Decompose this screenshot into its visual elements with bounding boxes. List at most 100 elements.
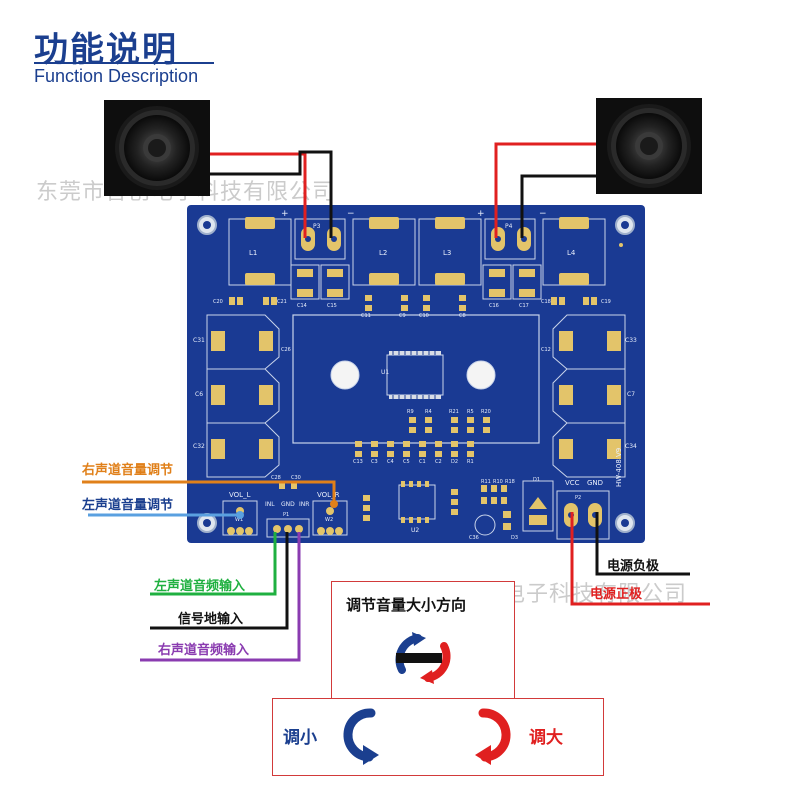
left-volume-dot: [236, 511, 244, 519]
right-volume-dot: [330, 500, 338, 508]
pot-label: VOL_R: [317, 491, 340, 499]
header-pin-label: INR: [299, 501, 310, 508]
label-right-audio-in: 右声道音频输入: [158, 643, 250, 658]
ic-label: U2: [411, 527, 420, 534]
left-speaker-red-wire: [210, 152, 307, 238]
cap-label: C1: [419, 459, 426, 465]
cap-label: C36: [469, 535, 479, 541]
resistor-label: R18: [505, 479, 515, 485]
cap-label: C28: [271, 475, 281, 481]
power-positive-line: [570, 512, 710, 606]
resistor-label: R20: [481, 409, 491, 415]
polarity-plus: +: [281, 209, 289, 219]
diode-label: D1: [533, 477, 541, 483]
left-input-line: [150, 532, 277, 596]
polarity-minus: −: [539, 209, 547, 219]
cap-label: C31: [193, 337, 205, 344]
resistor-label: R5: [467, 409, 474, 415]
polarity-minus: −: [347, 209, 355, 219]
cap-label: C33: [625, 337, 637, 344]
inductor-label: L3: [443, 249, 452, 257]
volume-direction-box: 调节音量大小方向: [331, 581, 515, 699]
resistor-label: R10: [493, 479, 503, 485]
right-volume-line: [82, 480, 336, 504]
speaker-icon: [115, 106, 199, 190]
right-speaker-red-wire: [494, 142, 596, 238]
cap-label: C14: [297, 303, 307, 309]
resistor-label: R9: [407, 409, 414, 415]
cap-label: C17: [519, 303, 529, 309]
amplifier-board: L1 L2 L3 L4 P3 P4 + − + − C31 C6 C32 C33…: [187, 205, 645, 543]
cap-label: C26: [281, 347, 291, 353]
connector-label: P2: [575, 495, 582, 501]
knob-rotation-icon: [395, 632, 451, 684]
connector-label: P1: [283, 512, 290, 518]
label-power-positive: 电源正极: [590, 587, 643, 602]
left-speaker: [104, 100, 210, 196]
cap-label: C30: [291, 475, 301, 481]
inductor-label: L2: [379, 249, 388, 257]
power-pin-label: GND: [587, 479, 604, 487]
inductor-label: L1: [249, 249, 258, 257]
resistor-label: R21: [449, 409, 459, 415]
cap-label: C10: [419, 313, 429, 319]
cap-label: C4: [387, 459, 394, 465]
ic-label: U1: [381, 369, 390, 376]
cap-label: C12: [541, 347, 551, 353]
header-pin-label: GND: [281, 501, 295, 508]
title-divider: [34, 62, 214, 64]
cap-label: C32: [193, 443, 205, 450]
resistor-label: R4: [425, 409, 432, 415]
speaker-icon: [607, 104, 691, 188]
label-decrease: 调小: [283, 728, 317, 748]
ground-input-line: [150, 532, 289, 630]
polarity-plus: +: [477, 209, 485, 219]
power-pin-label: VCC: [565, 479, 580, 487]
cap-label: C19: [601, 299, 611, 305]
cap-label: C8: [459, 313, 466, 319]
label-increase: 调大: [529, 728, 563, 748]
cap-label: C6: [195, 391, 204, 398]
pot-label: VOL_L: [229, 491, 251, 499]
header-pin-label: INL: [265, 501, 275, 508]
cap-label: C21: [277, 299, 287, 305]
label-power-negative: 电源负极: [607, 559, 660, 574]
diode-label: D3: [511, 535, 519, 541]
cap-label: C3: [371, 459, 378, 465]
page-subtitle: Function Description: [34, 66, 199, 86]
label-right-volume: 右声道音量调节: [82, 463, 174, 478]
right-speaker-black-wire: [520, 174, 596, 238]
left-speaker-black-wire: [210, 150, 333, 238]
cap-label: R1: [467, 459, 474, 465]
cap-label: C20: [213, 299, 223, 305]
inductor-label: L4: [567, 249, 576, 257]
cap-label: D2: [451, 459, 459, 465]
label-left-audio-in: 左声道音频输入: [154, 579, 246, 594]
label-left-volume: 左声道音量调节: [82, 498, 174, 513]
pcb-artwork: [197, 215, 635, 540]
power-negative-line: [595, 512, 690, 576]
rotate-ccw-icon: [343, 708, 379, 765]
label-signal-ground: 信号地输入: [178, 612, 244, 627]
connector-label: P4: [505, 223, 513, 230]
cap-label: C11: [361, 313, 371, 319]
right-input-line: [140, 532, 301, 662]
cap-label: C7: [627, 391, 636, 398]
connector-label: P3: [313, 223, 321, 230]
cap-label: C5: [403, 459, 410, 465]
cap-label: C13: [353, 459, 363, 465]
rotate-cw-icon: [475, 708, 511, 765]
cap-label: C15: [327, 303, 337, 309]
pot-label: W1: [235, 517, 244, 523]
cap-label: C2: [435, 459, 442, 465]
right-speaker: [596, 98, 702, 194]
adjust-direction-box: 调小 调大: [272, 698, 604, 776]
volume-direction-title: 调节音量大小方向: [346, 596, 467, 614]
cap-label: C18: [541, 299, 551, 305]
cap-label: C16: [489, 303, 499, 309]
cap-label: C34: [625, 443, 637, 450]
pot-label: W2: [325, 517, 334, 523]
resistor-label: R11: [481, 479, 491, 485]
cap-label: C9: [399, 313, 406, 319]
